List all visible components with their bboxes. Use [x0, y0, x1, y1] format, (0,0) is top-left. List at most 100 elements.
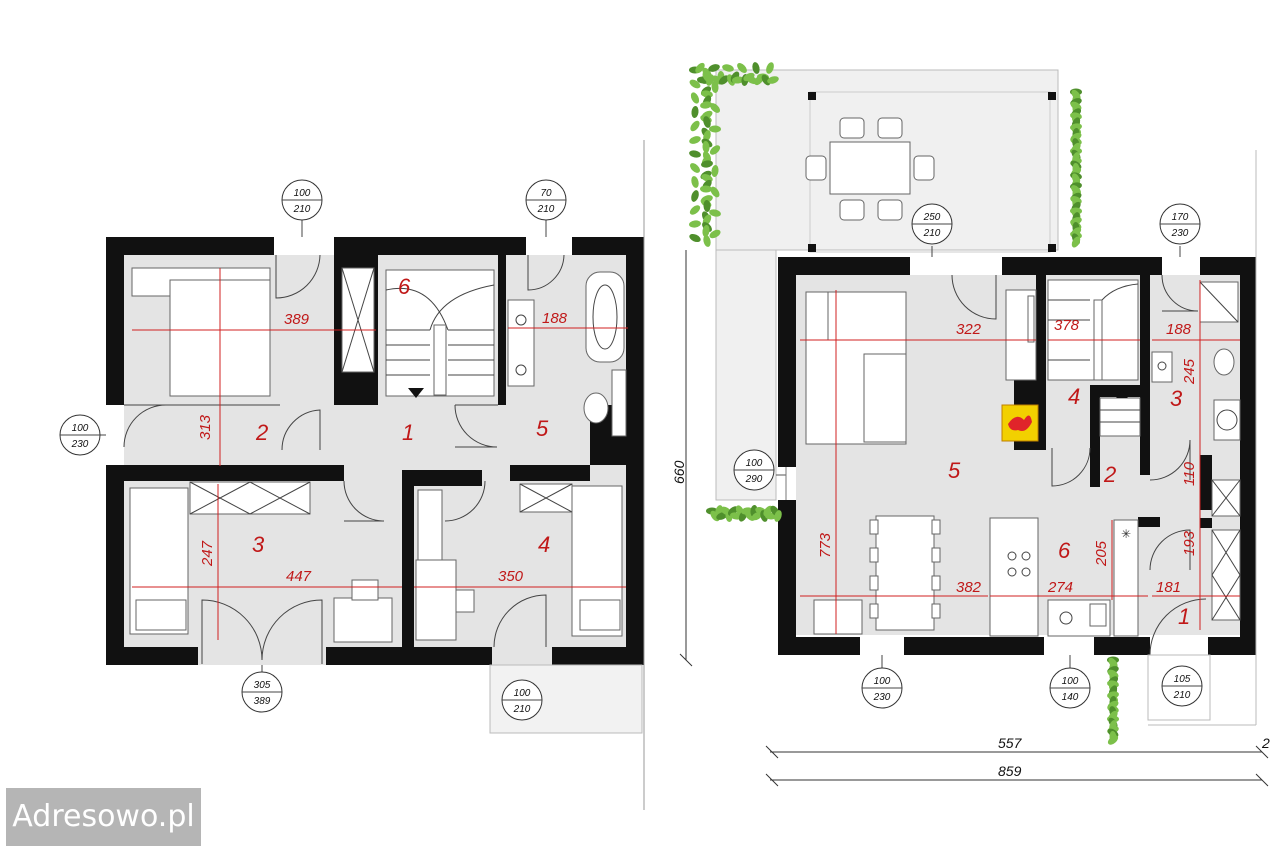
leaf-icon: [732, 76, 744, 84]
ground-room-5: 5: [948, 458, 961, 483]
leaf-icon: [737, 63, 747, 73]
ground-door-3-height: 290: [745, 474, 763, 485]
ground-door-tag-4: 100 230: [861, 655, 903, 709]
ground-dim-274: 274: [1047, 579, 1073, 596]
leaf-icon: [710, 103, 720, 113]
upper-room-4: 4: [538, 532, 550, 557]
upper-door-4-height: 389: [254, 696, 271, 707]
leaf-icon: [690, 163, 700, 173]
ground-door-tag-6: 105 210: [1161, 665, 1203, 707]
ground-room-6: 6: [1058, 538, 1071, 563]
leaf-icon: [709, 125, 721, 133]
ground-door-1-width: 250: [923, 212, 941, 223]
leaf-icon: [767, 76, 779, 84]
leaf-icon: [766, 62, 774, 74]
fireplace-icon: [1001, 404, 1039, 442]
ground-dim-378: 378: [1054, 317, 1080, 334]
upper-door-2-width: 70: [540, 188, 552, 199]
ground-overall-height: 660: [671, 460, 687, 484]
ground-dim-181: 181: [1156, 579, 1181, 596]
upper-room-6: 6: [398, 274, 411, 299]
leaf-icon: [1071, 236, 1081, 248]
vine-plants: [689, 62, 1119, 745]
leaf-icon: [691, 106, 699, 118]
upper-dim-188: 188: [542, 310, 568, 327]
upper-room-1: 1: [402, 420, 414, 445]
leaf-icon: [703, 235, 711, 247]
ground-dim-110: 110: [1181, 461, 1198, 486]
leaf-icon: [709, 229, 721, 239]
ground-door-tag-5: 100 140: [1049, 655, 1091, 709]
leaf-icon: [703, 200, 711, 212]
ground-door-5-width: 100: [1062, 676, 1079, 687]
leaf-icon: [722, 64, 734, 72]
upper-dim-313: 313: [197, 414, 214, 440]
ground-dim-382: 382: [956, 579, 982, 596]
ground-door-5-height: 140: [1062, 692, 1079, 703]
ground-dim-193: 193: [1181, 530, 1198, 556]
ground-room-2: 2: [1103, 462, 1116, 487]
leaf-icon: [690, 120, 700, 132]
upper-door-3-height: 230: [71, 439, 89, 450]
leaf-icon: [711, 165, 719, 177]
leaf-icon: [708, 64, 720, 72]
upper-room-5: 5: [536, 416, 549, 441]
leaf-icon: [702, 141, 710, 153]
ground-width-557: 557: [998, 735, 1023, 751]
ground-dim-188: 188: [1166, 321, 1192, 338]
ground-door-6-width: 105: [1174, 674, 1191, 685]
ground-door-tag-1: 250 210: [911, 203, 953, 257]
upper-door-tag-3: 100 230: [59, 414, 106, 456]
upper-door-3-width: 100: [72, 423, 89, 434]
upper-door-5-height: 210: [513, 704, 531, 715]
upper-door-1-height: 210: [293, 204, 311, 215]
leaf-icon: [700, 101, 712, 109]
leaf-icon: [691, 176, 699, 188]
svg-text:✳: ✳: [1121, 527, 1131, 541]
upper-dim-247: 247: [199, 540, 216, 567]
leaf-icon: [689, 205, 701, 215]
ground-door-tag-3: 100 290: [733, 449, 775, 491]
ground-door-1-height: 210: [923, 228, 941, 239]
upper-door-1-width: 100: [294, 188, 311, 199]
ground-dim-322: 322: [956, 321, 982, 338]
upper-floor-plan: 389 188 313 247 447 350 1 2 3 4 5 6 100 …: [59, 179, 644, 734]
ground-width-859: 859: [998, 763, 1022, 779]
leaf-icon: [701, 160, 713, 168]
leaf-icon: [711, 81, 719, 93]
upper-door-2-height: 210: [537, 204, 555, 215]
adresowo-watermark: Adresowo.pl: [4, 786, 203, 848]
upper-staircase: [385, 269, 495, 398]
leaf-icon: [689, 220, 701, 228]
leaf-icon: [700, 185, 712, 193]
flame-icon: [1008, 415, 1032, 431]
upper-dim-389: 389: [284, 311, 310, 328]
ground-door-tag-2: 170 230: [1159, 203, 1201, 257]
leaf-icon: [709, 145, 721, 155]
ground-corner-dim: 2: [1261, 735, 1270, 751]
upper-door-5-width: 100: [514, 688, 531, 699]
leaf-icon: [718, 75, 730, 85]
leaf-icon: [689, 136, 701, 144]
leaf-icon: [703, 116, 711, 128]
leaf-icon: [695, 62, 705, 74]
leaf-icon: [689, 79, 701, 89]
leaf-icon: [1107, 735, 1119, 745]
ground-door-4-height: 230: [873, 692, 891, 703]
upper-door-tag-5: 100 210: [501, 679, 543, 721]
upper-door-4-width: 305: [254, 680, 271, 691]
ground-dim-245: 245: [1181, 358, 1198, 385]
leaf-icon: [689, 150, 701, 158]
ground-room-1: 1: [1178, 604, 1190, 629]
ground-door-4-width: 100: [874, 676, 891, 687]
ground-dim-205: 205: [1093, 540, 1110, 567]
leaf-icon: [689, 233, 701, 243]
leaf-icon: [709, 209, 721, 217]
ground-dim-773: 773: [817, 532, 834, 558]
upper-dim-447: 447: [286, 568, 312, 585]
upper-room-2: 2: [255, 420, 268, 445]
ground-door-3-width: 100: [746, 458, 763, 469]
upper-door-tag-2: 70 210: [525, 179, 567, 237]
ground-door-2-height: 230: [1171, 228, 1189, 239]
